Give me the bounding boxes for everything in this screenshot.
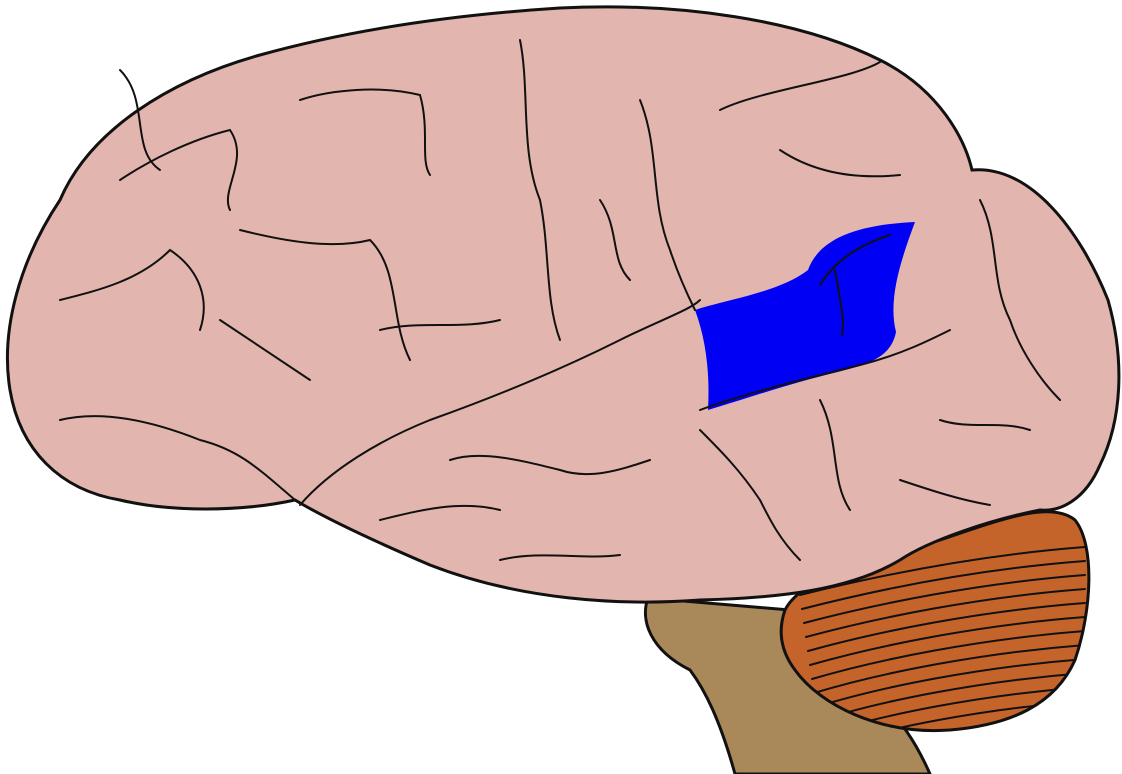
sulcus-line [379,319,501,331]
sulcus-line [59,415,296,501]
sulcus-line [119,128,239,211]
sulcus-line [719,61,881,111]
sulcus-line [119,69,161,171]
sulcus-line [299,299,701,506]
sulcus-line [699,329,951,411]
sulcus-line [819,399,851,511]
sulcus-line [379,504,501,521]
sulcus-line [819,234,891,286]
cerebellum-folium-line [815,658,1086,708]
sulcus-line [599,199,631,281]
cerebellum-folium-line [809,616,1086,666]
sulcus-line [939,419,1031,431]
cerebellum-folium-line [801,560,1086,610]
sulcus-line [899,479,991,506]
sulcus-line [834,269,844,336]
sulci-lines [59,39,1061,561]
sulcus-line [779,149,901,178]
sulcus-line [219,319,311,381]
sulcus-line [519,39,561,341]
sulcus-line [449,454,651,476]
cerebellum-folium-line [811,630,1086,680]
sulcus-line [499,554,621,561]
sulcus-line [639,99,696,311]
cerebellum-folium-line [803,574,1086,624]
sulcus-line [699,429,801,561]
cerebellum-folium-line [805,588,1086,638]
cerebrum [6,5,1121,604]
sulcus-line [299,88,431,176]
sulcus-line [59,248,205,331]
sulcus-line [239,229,411,361]
cerebellum-folium-line [807,602,1086,652]
sulcus-line [979,199,1061,401]
cerebellum-folium-line [813,644,1086,694]
highlighted-region [695,222,915,410]
